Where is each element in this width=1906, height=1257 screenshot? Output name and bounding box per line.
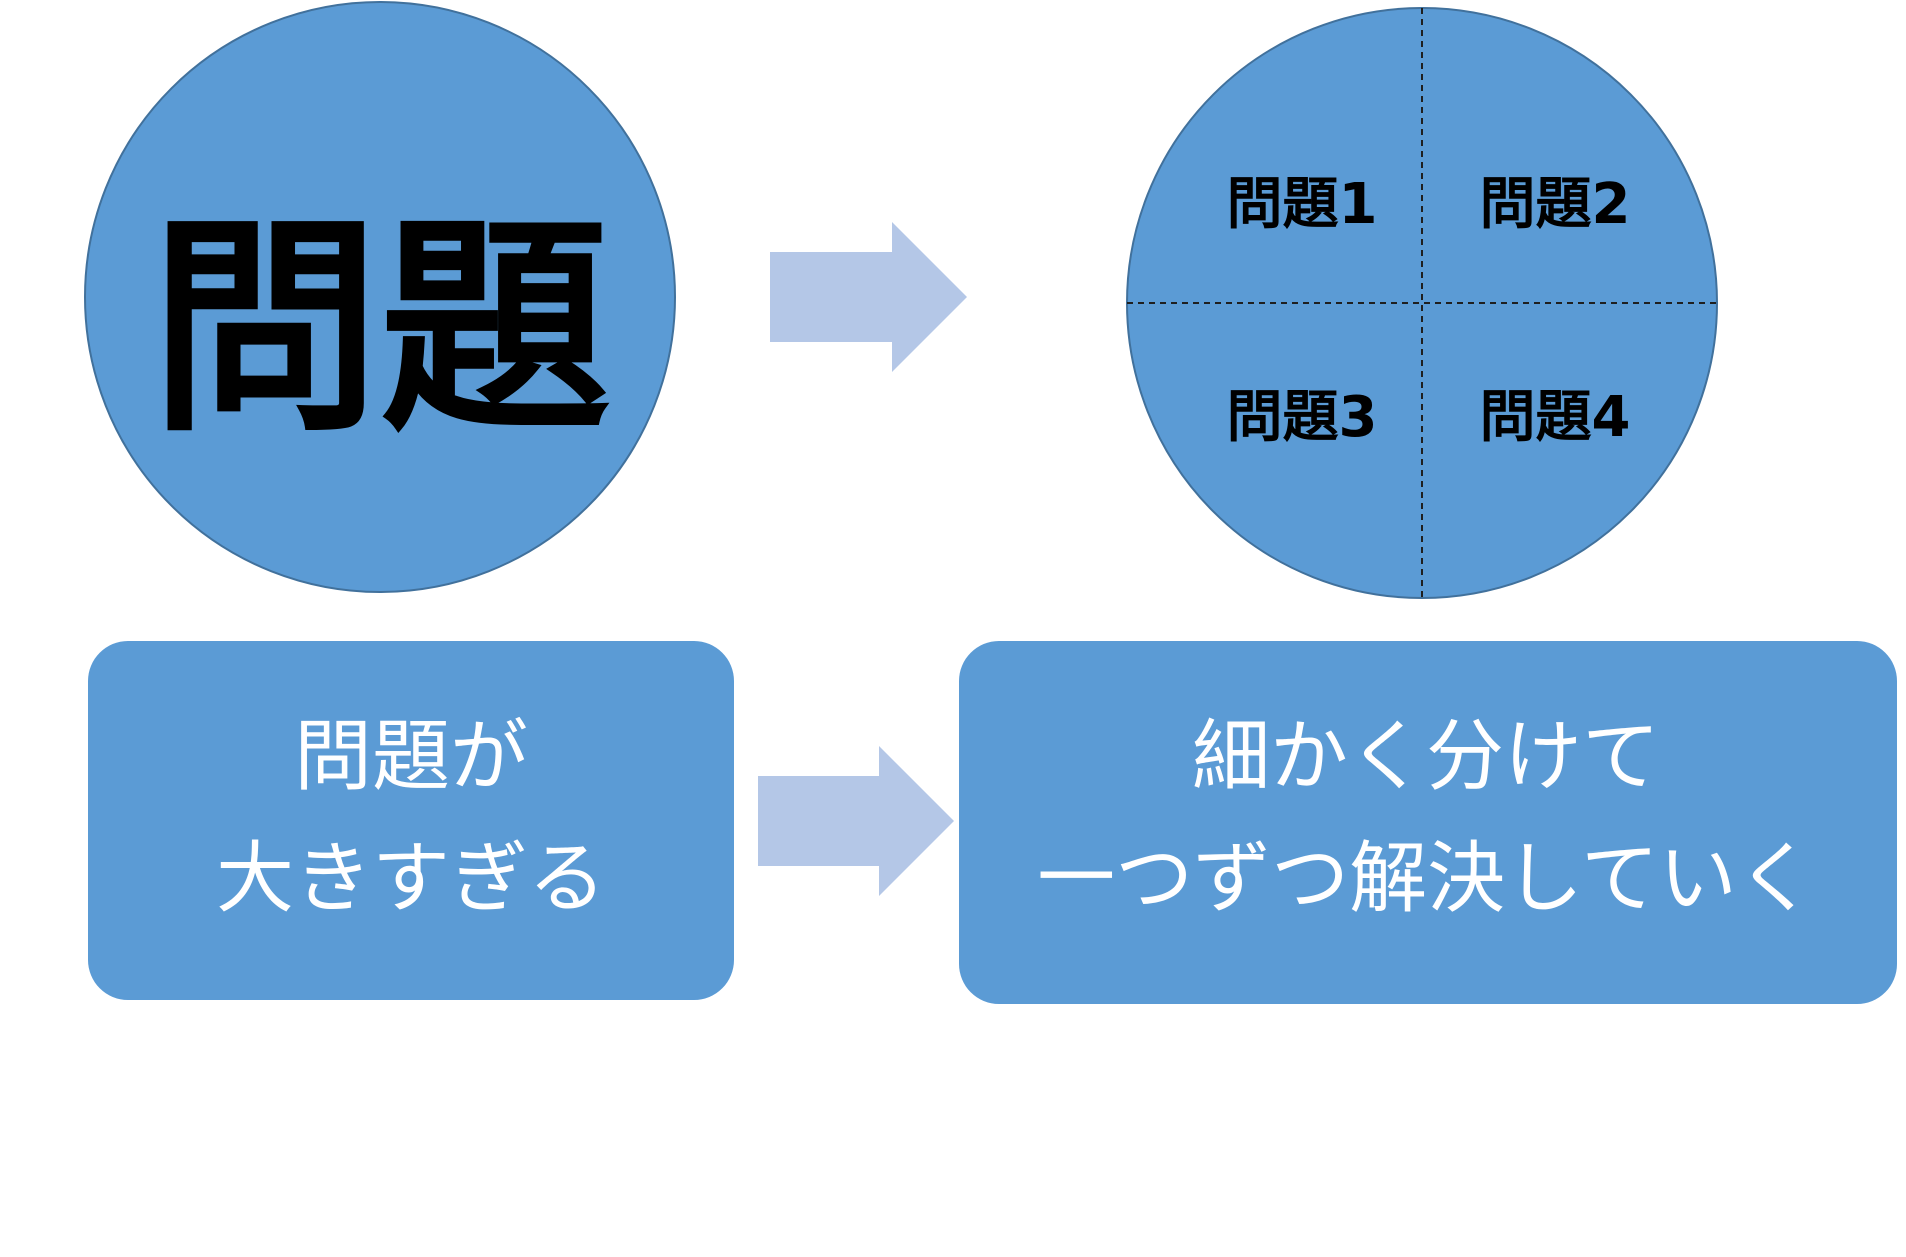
problem-circle-group: 問題 (84, 1, 676, 593)
divided-circle-group: 問題1 問題2 問題3 問題4 (1126, 7, 1718, 599)
solution-box-group: 細かく分けて 一つずつ解決していく (959, 641, 1897, 1004)
quadrant-label-3: 問題3 (1227, 385, 1378, 450)
quadrant-label-4: 問題4 (1480, 385, 1631, 450)
bottom-arrow (758, 746, 954, 896)
problem-too-big-box (88, 641, 734, 1000)
problem-too-big-box-group: 問題が 大きすぎる (88, 641, 734, 1000)
problem-circle-label: 問題 (150, 196, 610, 463)
solution-line1: 細かく分けて (1192, 712, 1660, 802)
solution-box (959, 641, 1897, 1004)
quadrant-label-2: 問題2 (1480, 172, 1631, 237)
problem-too-big-line1: 問題が (294, 712, 528, 802)
problem-circle (84, 1, 676, 593)
top-arrow (770, 222, 967, 372)
problem-too-big-line2: 大きすぎる (216, 834, 606, 924)
quadrant-label-1: 問題1 (1227, 172, 1378, 237)
solution-line2: 一つずつ解決していく (1037, 834, 1815, 924)
